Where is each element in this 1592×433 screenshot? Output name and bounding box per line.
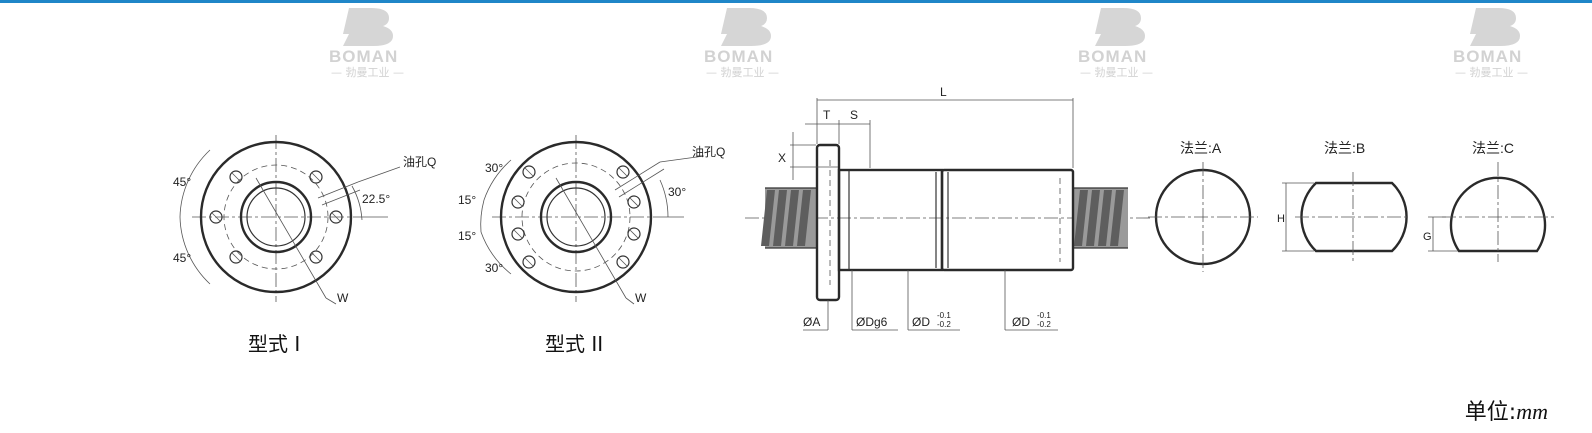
nut-flange <box>815 143 841 302</box>
flange-outer-circle <box>199 140 353 294</box>
bore-circle <box>239 180 313 254</box>
offset-label: X <box>778 151 786 165</box>
watermark-brand: BOMAN <box>704 47 773 66</box>
angle-right-label: 22.5° <box>362 192 390 206</box>
flange-outer-circle <box>499 140 653 294</box>
width-label: W <box>337 291 349 305</box>
angle-top-label: 30° <box>485 161 503 175</box>
bolt-hole-icon <box>511 165 641 269</box>
bolt-hole-icon <box>209 170 343 264</box>
dia-flange-label: ØA <box>803 315 820 329</box>
watermark-1: BOMAN — 勃曼工业 — <box>329 8 404 79</box>
h-label: H <box>1277 213 1285 225</box>
dia-d2-tol-lower: -0.2 <box>1037 320 1051 329</box>
watermark-sub: — 勃曼工业 — <box>331 66 404 79</box>
nut-body-main <box>940 168 1075 272</box>
nut-body-g6 <box>837 168 944 272</box>
flange-thickness-label: T <box>823 108 831 122</box>
g-label: G <box>1423 231 1432 243</box>
watermark-3: BOMAN — 勃曼工业 — <box>1078 8 1153 79</box>
flange-shape-c: 法兰:C G <box>1423 140 1555 262</box>
angle-top-label: 45° <box>173 175 191 189</box>
watermark-4: BOMAN — 勃曼工业 — <box>1453 8 1528 79</box>
boman-logo-icon <box>1470 8 1520 46</box>
angle-lower-mid-label: 15° <box>458 229 476 243</box>
flange-a-label: 法兰:A <box>1180 140 1222 156</box>
watermark-sub: — 勃曼工业 — <box>706 66 779 79</box>
dia-d2-tol-upper: -0.1 <box>1037 311 1051 320</box>
top-accent-line <box>0 0 1592 3</box>
dia-d1-label: ØD <box>912 315 930 329</box>
screw-thread-left <box>761 187 817 249</box>
unit-value: mm <box>1516 399 1548 424</box>
watermark-brand: BOMAN <box>1453 47 1522 66</box>
nut-side-view: L T S X ØA ØDg6 ØD -0.1 -0.2 ØD -0.1 -0.… <box>745 85 1150 331</box>
angle-bottom-label: 30° <box>485 261 503 275</box>
dia-d1-tol-upper: -0.1 <box>937 311 951 320</box>
flange-type-1-title: 型式 I <box>248 332 300 356</box>
boman-logo-icon <box>1095 8 1145 46</box>
unit-label: 单位:mm <box>1465 394 1548 426</box>
dia-g6-label: ØDg6 <box>856 315 888 329</box>
step-label: S <box>850 108 858 122</box>
angle-bottom-label: 45° <box>173 251 191 265</box>
boman-logo-icon <box>721 8 771 46</box>
flange-c-label: 法兰:C <box>1472 140 1514 156</box>
flange-b-label: 法兰:B <box>1324 140 1365 156</box>
boman-logo-icon <box>343 8 393 46</box>
angle-upper-mid-label: 15° <box>458 193 476 207</box>
screw-thread-right <box>1073 187 1128 249</box>
watermark-brand: BOMAN <box>1078 47 1147 66</box>
bolt-circle <box>521 162 631 272</box>
flange-shape-b: 法兰:B H <box>1277 140 1410 262</box>
dia-d1-tol-lower: -0.2 <box>937 320 951 329</box>
flange-type-1-view: 45° 45° 22.5° 油孔Q W 型式 I <box>173 135 436 356</box>
flange-type-2-view: 30° 15° 15° 30° 30° 油孔Q W 型式 II <box>458 135 725 356</box>
flange-shape-a: 法兰:A <box>1148 140 1258 272</box>
angle-right-label: 30° <box>668 185 686 199</box>
dia-d2-label: ØD <box>1012 315 1030 329</box>
watermark-brand: BOMAN <box>329 47 398 66</box>
oil-hole-label: 油孔Q <box>692 145 725 159</box>
bolt-circle <box>223 164 329 270</box>
watermark-sub: — 勃曼工业 — <box>1455 66 1528 79</box>
width-label: W <box>635 291 647 305</box>
bore-circle <box>539 180 613 254</box>
unit-prefix: 单位: <box>1464 400 1517 425</box>
watermark-2: BOMAN — 勃曼工业 — <box>704 8 779 79</box>
length-label: L <box>940 85 947 99</box>
oil-hole-label: 油孔Q <box>403 155 436 169</box>
watermark-sub: — 勃曼工业 — <box>1080 66 1153 79</box>
flange-type-2-title: 型式 II <box>545 332 603 356</box>
